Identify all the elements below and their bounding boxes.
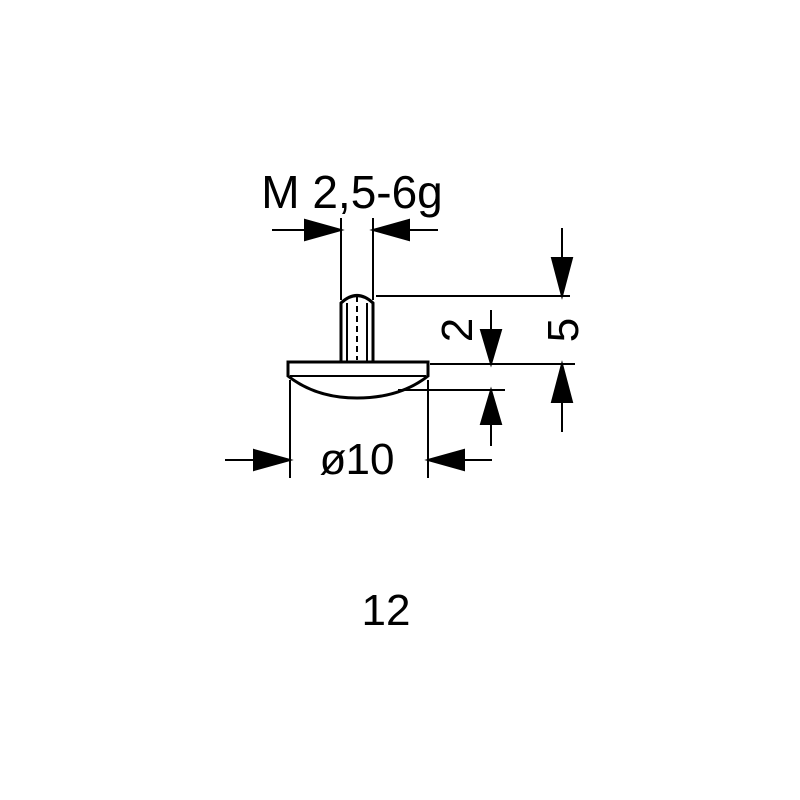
dimension-arrows <box>225 218 574 472</box>
threaded-stem <box>339 294 375 362</box>
diameter-arrow-left-head <box>253 448 294 472</box>
height-small-arrow-top-head <box>479 329 503 368</box>
thread-arrow-right-head <box>369 218 410 242</box>
diameter-value-label: 10 <box>346 435 395 484</box>
part-outline <box>286 294 430 400</box>
height-small-label: 2 <box>433 318 482 342</box>
diameter-arrow-right-head <box>424 448 465 472</box>
height-total-label: 5 <box>539 318 588 342</box>
thread-spec-label: M 2,5-6g <box>261 166 443 218</box>
head-disc <box>286 360 430 400</box>
height-small-arrow-bottom-head <box>479 386 503 425</box>
diameter-symbol: ø <box>320 435 347 484</box>
figure-number: 12 <box>362 586 411 635</box>
height-total-arrow-bottom-head <box>550 360 574 403</box>
thread-arrow-left-head <box>304 218 345 242</box>
extension-lines <box>289 218 575 478</box>
height-total-arrow-top-head <box>550 257 574 300</box>
